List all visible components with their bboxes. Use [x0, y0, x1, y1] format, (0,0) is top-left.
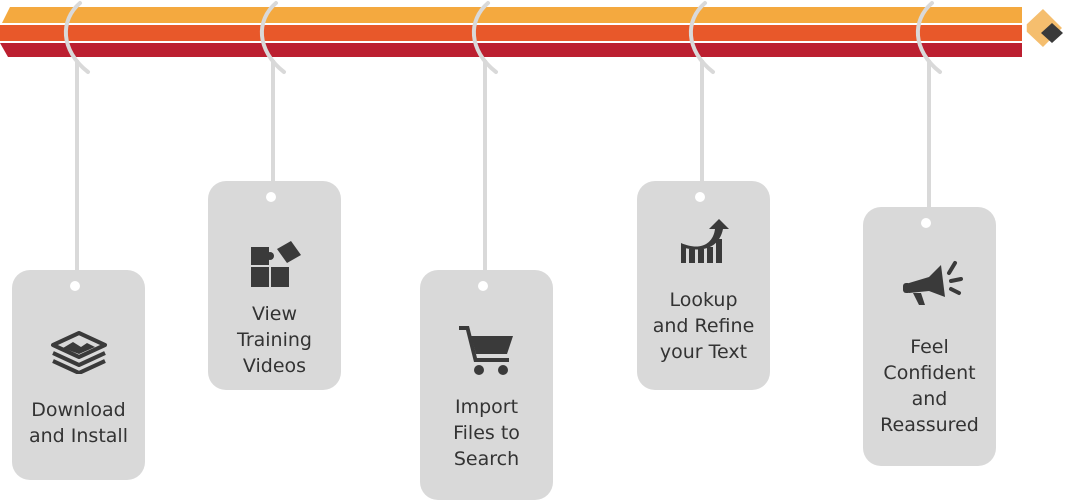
tag-hole: [695, 192, 705, 202]
shopping-cart-icon: [420, 324, 553, 378]
tag-hole: [478, 281, 488, 291]
tag-hole: [266, 192, 276, 202]
tag-hole: [921, 218, 931, 228]
growth-chart-icon: [637, 217, 770, 265]
pencil: [0, 6, 1065, 57]
puzzle-icon: [208, 239, 341, 289]
megaphone-icon: [863, 257, 996, 309]
layers-icon: [12, 330, 145, 374]
strings: [75, 60, 931, 282]
hooks: [64, 1, 942, 74]
tag-hole: [70, 281, 80, 291]
